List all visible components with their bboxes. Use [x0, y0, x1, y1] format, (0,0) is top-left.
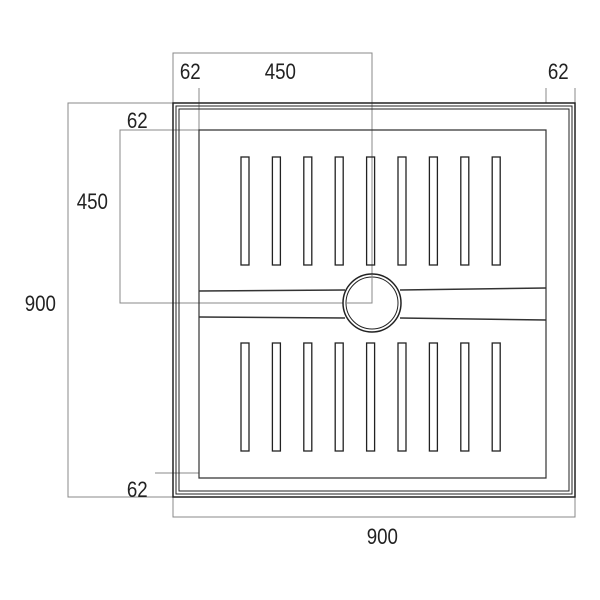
dim-top-right-margin [545, 88, 576, 103]
bottom-slot [491, 342, 501, 452]
dim-label-top-right-margin: 62 [547, 59, 569, 84]
dim-label-half-width: 450 [264, 59, 296, 84]
top-slot [460, 156, 470, 266]
bottom-slot [397, 342, 407, 452]
bottom-slot [428, 342, 439, 452]
dimension-lines [67, 52, 576, 518]
bottom-slot [460, 342, 470, 452]
dim-half-width [172, 52, 373, 303]
bottom-slot [303, 342, 313, 452]
top-slot [397, 156, 407, 266]
dim-half-height [119, 129, 372, 304]
dim-label-left-top-margin: 62 [126, 108, 148, 133]
dim-label-overall-height: 900 [24, 291, 56, 316]
top-slot [365, 156, 376, 266]
bottom-slot [334, 342, 344, 452]
dim-bottom-left-margin [155, 472, 199, 498]
drain-channel [198, 287, 547, 321]
dim-overall-width [172, 497, 576, 518]
bottom-slot [271, 342, 282, 452]
tray-outline [172, 102, 576, 498]
dim-label-overall-width: 900 [366, 524, 398, 549]
top-slot [491, 156, 501, 266]
top-slot [271, 156, 282, 266]
dim-label-half-height: 450 [76, 189, 108, 214]
inner-panel [198, 129, 547, 479]
top-slot [428, 156, 439, 266]
bottom-slot [365, 342, 376, 452]
top-slot [303, 156, 313, 266]
drainage-slots [240, 156, 501, 452]
top-slot [334, 156, 344, 266]
dim-overall-height [67, 102, 173, 498]
dim-label-top-left-margin: 62 [179, 59, 201, 84]
dim-label-left-bottom-margin: 62 [126, 477, 148, 502]
top-slot [240, 156, 250, 266]
bottom-slot [240, 342, 250, 452]
